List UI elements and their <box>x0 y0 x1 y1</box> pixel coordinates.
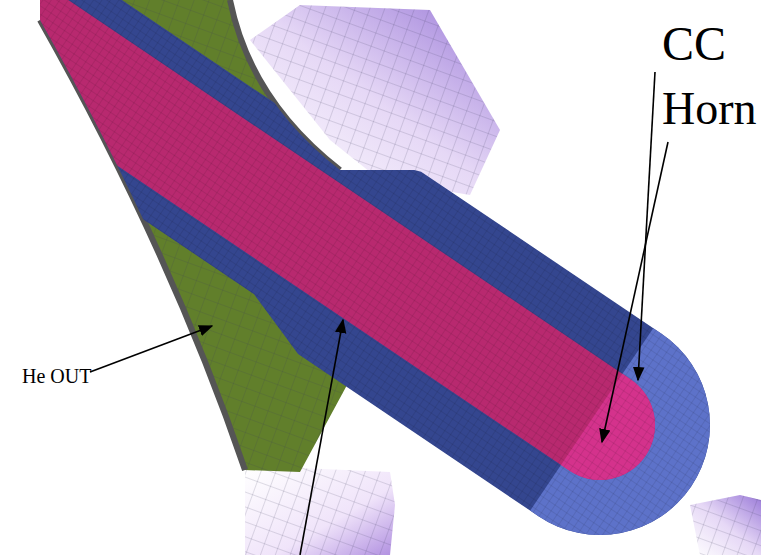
leader-line <box>602 142 668 442</box>
leader-line <box>90 326 212 372</box>
mesh-grid <box>0 0 676 501</box>
mesh-grid <box>690 495 761 555</box>
leader-line <box>300 320 343 555</box>
leader-line <box>638 72 655 380</box>
mesh-grid <box>245 468 395 555</box>
part-label: He OUT <box>22 366 91 386</box>
part-label: Horn <box>662 86 757 132</box>
part-label: CC <box>662 20 726 68</box>
leader-lines <box>90 72 668 555</box>
purple-block-corner <box>690 495 761 555</box>
horn-core <box>0 0 676 501</box>
purple-block-bottom <box>245 468 395 555</box>
